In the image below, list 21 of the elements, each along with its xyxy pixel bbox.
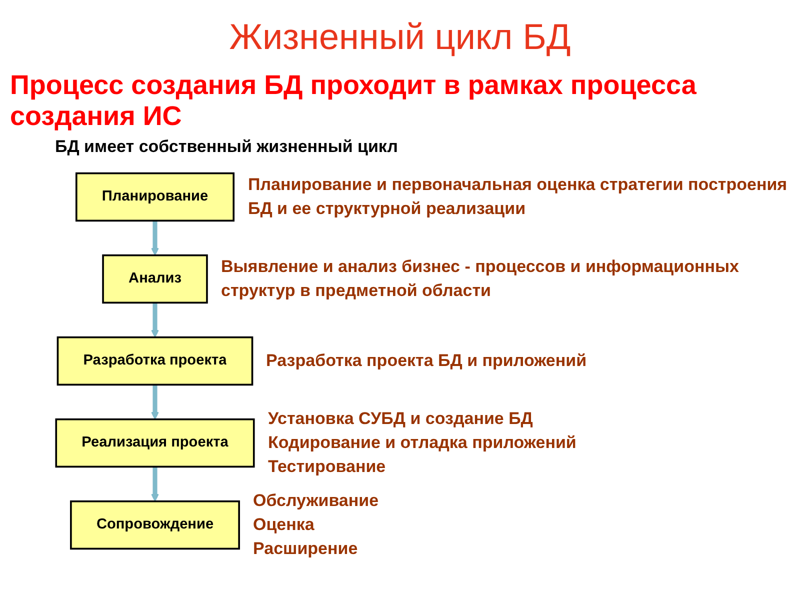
node-box: Анализ — [102, 254, 208, 304]
step-description: Обслуживание — [253, 490, 380, 512]
arrow — [151, 220, 159, 256]
step-description: Выявление и анализ бизнес - процессов и информационных структур в предметной области — [221, 256, 740, 302]
step-description: Планирование и первоначальная оценка стратегии построения БД и ее структурной реализации — [248, 174, 788, 220]
step-description: Тестирование — [268, 456, 387, 478]
step-description: Оценка — [253, 514, 316, 536]
arrow — [151, 302, 159, 338]
step-description: Разработка проекта БД и приложений — [266, 350, 588, 372]
step-description: Установка СУБД и создание БД — [268, 408, 534, 430]
subtitle-text: Процесс создания БД проходит в рамках процесса создания ИС — [10, 70, 698, 132]
node-box: Реализация проекта — [55, 418, 255, 468]
arrow — [151, 384, 159, 420]
step-description: Кодирование и отладка приложений — [268, 432, 578, 454]
node-box: Планирование — [75, 172, 235, 222]
node-box: Сопровождение — [70, 500, 240, 550]
node-box: Разработка проекта — [56, 336, 254, 386]
slide-title: Жизненный цикл БД — [228, 16, 572, 58]
note-text: БД имеет собственный жизненный цикл — [55, 136, 398, 158]
arrow — [151, 466, 159, 502]
step-description: Расширение — [253, 538, 359, 560]
